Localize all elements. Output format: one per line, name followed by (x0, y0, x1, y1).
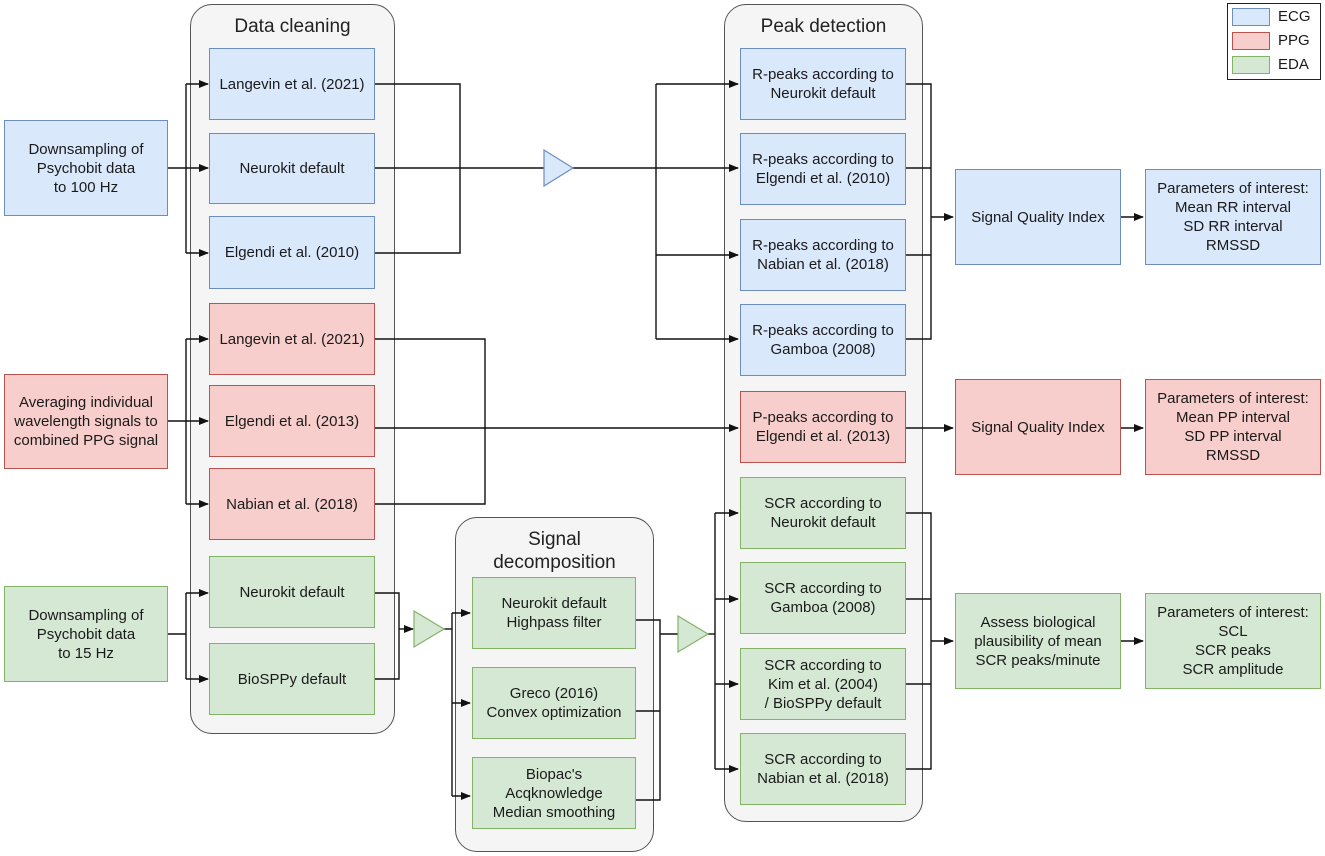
ppg-averaging-box: Averaging individual wavelength signals … (4, 374, 168, 469)
ppg-cleaning-langevin: Langevin et al. (2021) (209, 303, 375, 375)
decomposition-biopac: Biopac's Acqknowledge Median smoothing (472, 757, 636, 829)
legend-item-ppg: PPG (1232, 30, 1316, 52)
signal-decomposition-title: Signal decomposition (493, 529, 616, 573)
legend-swatch-ppg (1232, 32, 1270, 50)
ecg-peak-merge (906, 83, 932, 340)
ppg-cleaning-elgendi: Elgendi et al. (2013) (209, 385, 375, 457)
eda-clean-merge (375, 592, 400, 680)
ecg-parameters-box: Parameters of interest: Mean RR interval… (1145, 169, 1321, 265)
rpeaks-elgendi: R-peaks according to Elgendi et al. (201… (740, 133, 906, 205)
rpeaks-gamboa: R-peaks according to Gamboa (2008) (740, 304, 906, 376)
ecg-cleaning-neurokit: Neurokit default (209, 133, 375, 204)
eda-plausibility-box: Assess biological plausibility of mean S… (955, 593, 1121, 689)
scr-neurokit: SCR according to Neurokit default (740, 477, 906, 549)
legend-label-eda: EDA (1278, 56, 1309, 73)
ecg-cleaning-elgendi: Elgendi et al. (2010) (209, 216, 375, 289)
eda-clean-merge-triangle (413, 609, 446, 649)
ppg-cleaning-nabian: Nabian et al. (2018) (209, 468, 375, 540)
ecg-signal-quality-box: Signal Quality Index (955, 169, 1121, 265)
ppg-merge (375, 338, 486, 505)
ppg-parameters-box: Parameters of interest: Mean PP interval… (1145, 379, 1321, 475)
legend-item-eda: EDA (1232, 54, 1316, 76)
decomposition-greco: Greco (2016) Convex optimization (472, 667, 636, 739)
legend-item-ecg: ECG (1232, 6, 1316, 28)
eda-cleaning-biosppy: BioSPPy default (209, 643, 375, 715)
rpeaks-nabian: R-peaks according to Nabian et al. (2018… (740, 219, 906, 291)
eda-decomp-merge-triangle (677, 614, 710, 654)
ecg-cleaning-langevin: Langevin et al. (2021) (209, 48, 375, 120)
ppeaks-elgendi: P-peaks according to Elgendi et al. (201… (740, 391, 906, 463)
legend: ECG PPG EDA (1227, 3, 1321, 80)
scr-nabian: SCR according to Nabian et al. (2018) (740, 733, 906, 805)
ecg-merge-triangle (543, 148, 575, 188)
eda-downsampling-box: Downsampling of Psychobit data to 15 Hz (4, 586, 168, 682)
legend-swatch-ecg (1232, 8, 1270, 26)
legend-label-ppg: PPG (1278, 32, 1310, 49)
scr-kim-biosppy: SCR according to Kim et al. (2004) / Bio… (740, 648, 906, 720)
eda-decomp-merge (636, 619, 661, 801)
decomposition-neurokit: Neurokit default Highpass filter (472, 577, 636, 649)
legend-label-ecg: ECG (1278, 8, 1311, 25)
ppg-signal-quality-box: Signal Quality Index (955, 379, 1121, 475)
legend-swatch-eda (1232, 56, 1270, 74)
eda-scr-merge (906, 512, 932, 770)
eda-cleaning-neurokit: Neurokit default (209, 556, 375, 628)
rpeaks-neurokit: R-peaks according to Neurokit default (740, 48, 906, 120)
eda-parameters-box: Parameters of interest: SCL SCR peaks SC… (1145, 593, 1321, 689)
data-cleaning-title: Data cleaning (234, 16, 351, 37)
scr-gamboa: SCR according to Gamboa (2008) (740, 562, 906, 634)
peak-detection-title: Peak detection (760, 16, 887, 37)
ecg-downsampling-box: Downsampling of Psychobit data to 100 Hz (4, 120, 168, 216)
